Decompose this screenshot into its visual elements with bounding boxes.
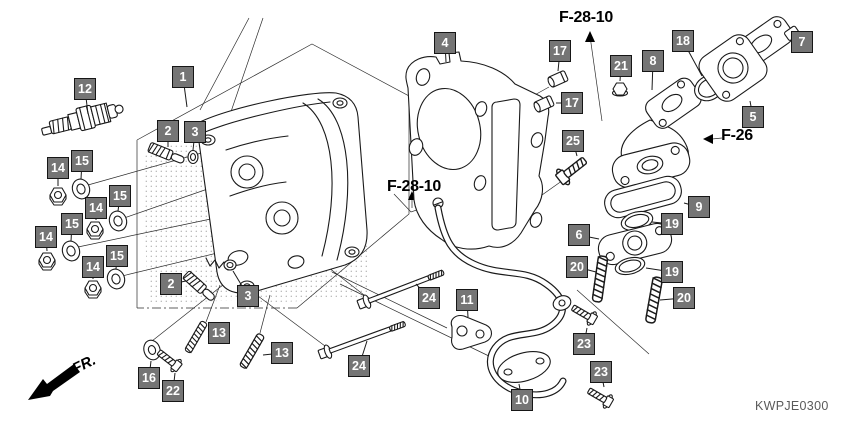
callout-16[interactable]: 16 [138, 367, 160, 389]
part-spark-plug [41, 102, 124, 136]
part-reed-valve-plate [597, 222, 673, 266]
part-oring-upper [187, 149, 199, 165]
part-washer-sealing [143, 339, 161, 361]
callout-21[interactable]: 21 [610, 55, 632, 77]
ref-arrow-f26-icon [703, 134, 713, 144]
callout-23[interactable]: 23 [590, 361, 612, 383]
callout-2[interactable]: 2 [160, 273, 182, 295]
part-oring [614, 256, 646, 276]
callout-23[interactable]: 23 [573, 333, 595, 355]
part-insulator [698, 34, 768, 102]
callout-24[interactable]: 24 [348, 355, 370, 377]
callout-13[interactable]: 13 [271, 342, 293, 364]
callout-12[interactable]: 12 [74, 78, 96, 100]
part-manifold-gasket [604, 175, 682, 219]
callout-11[interactable]: 11 [456, 289, 478, 311]
part-pipe-flange [497, 351, 551, 383]
callout-24[interactable]: 24 [418, 287, 440, 309]
callout-7[interactable]: 7 [791, 31, 813, 53]
ref-label-f26[interactable]: F-26 [721, 127, 753, 144]
ref-arrow-top-icon [585, 31, 595, 42]
callout-3[interactable]: 3 [184, 121, 206, 143]
callout-17[interactable]: 17 [561, 92, 583, 114]
callout-1[interactable]: 1 [172, 66, 194, 88]
part-oring-lower [223, 259, 237, 271]
callout-14[interactable]: 14 [82, 256, 104, 278]
callout-19[interactable]: 19 [661, 261, 683, 283]
callout-25[interactable]: 25 [562, 130, 584, 152]
callout-3[interactable]: 3 [237, 285, 259, 307]
front-arrow-icon [28, 364, 80, 400]
callout-14[interactable]: 14 [35, 226, 57, 248]
diagram-code: KWPJE0300 [755, 399, 829, 413]
callout-17[interactable]: 17 [549, 40, 571, 62]
callout-4[interactable]: 4 [434, 32, 456, 54]
callout-15[interactable]: 15 [61, 213, 83, 235]
callout-19[interactable]: 19 [661, 213, 683, 235]
callout-10[interactable]: 10 [511, 389, 533, 411]
callout-9[interactable]: 9 [688, 196, 710, 218]
part-pipe-stay [552, 295, 572, 311]
callout-13[interactable]: 13 [208, 322, 230, 344]
callout-20[interactable]: 20 [566, 256, 588, 278]
callout-18[interactable]: 18 [672, 30, 694, 52]
callout-15[interactable]: 15 [109, 185, 131, 207]
part-lock-nut [611, 82, 629, 97]
callout-6[interactable]: 6 [568, 224, 590, 246]
callout-14[interactable]: 14 [47, 157, 69, 179]
callout-8[interactable]: 8 [642, 50, 664, 72]
ref-label-f28-10-left[interactable]: F-28-10 [387, 178, 441, 195]
part-pipe-bracket [450, 315, 493, 350]
callout-22[interactable]: 22 [162, 380, 184, 402]
ref-label-f28-10-top[interactable]: F-28-10 [559, 9, 613, 26]
callout-14[interactable]: 14 [85, 197, 107, 219]
callout-15[interactable]: 15 [71, 150, 93, 172]
part-cylinder-head [142, 92, 370, 303]
callout-2[interactable]: 2 [157, 120, 179, 142]
callout-5[interactable]: 5 [742, 106, 764, 128]
callout-20[interactable]: 20 [673, 287, 695, 309]
callout-15[interactable]: 15 [106, 245, 128, 267]
